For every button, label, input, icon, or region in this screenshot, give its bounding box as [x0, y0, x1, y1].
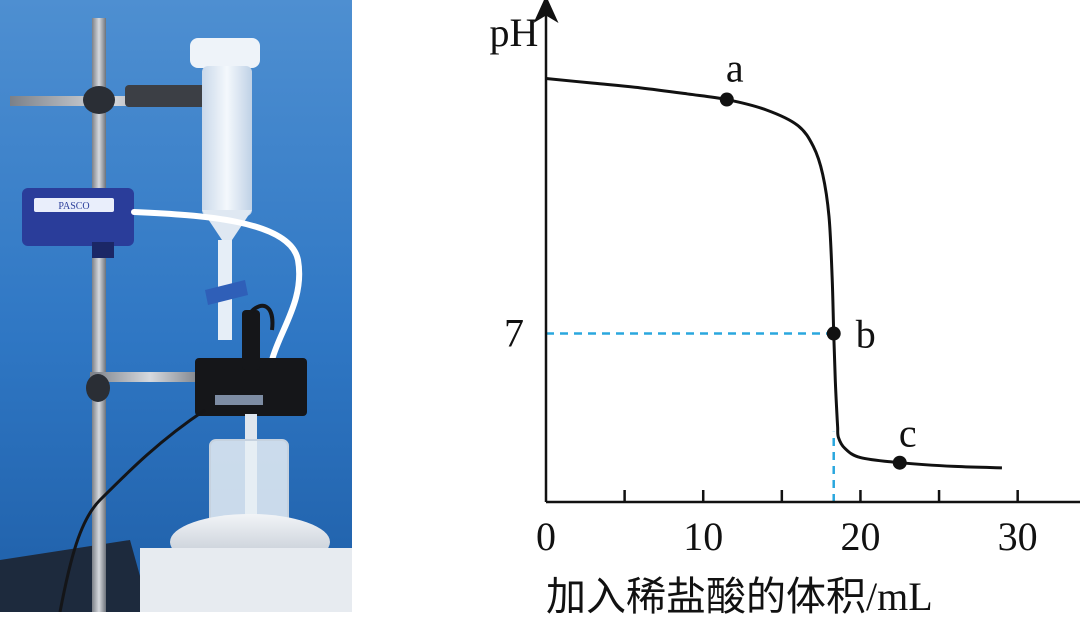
- top-clamp-knob: [83, 86, 115, 114]
- reservoir-cap: [190, 38, 260, 68]
- x-tick-label: 0: [536, 514, 556, 559]
- drop-counter: [22, 188, 134, 246]
- point-group: a b c: [719, 46, 917, 470]
- point-a-marker: [719, 92, 734, 107]
- sensor-connector: [92, 242, 114, 258]
- probe-holder-window: [215, 395, 263, 405]
- point-c-marker: [892, 455, 907, 470]
- titration-apparatus-photo: PASCO: [0, 0, 352, 612]
- point-b-marker: [826, 326, 841, 341]
- stopcock: [205, 280, 248, 305]
- burette-clamp: [125, 85, 210, 107]
- middle-clamp-knob: [86, 374, 110, 402]
- ph-probe-top: [242, 310, 260, 370]
- probe-cable: [58, 408, 206, 612]
- stand-rod: [92, 18, 106, 612]
- middle-clamp-rod: [90, 372, 210, 382]
- point-c-label: c: [899, 411, 917, 456]
- x-tick-label: 20: [840, 514, 880, 559]
- point-b-label: b: [856, 312, 876, 357]
- ph-probe-cable: [249, 303, 275, 331]
- x-tick-label: 30: [998, 514, 1038, 559]
- ph-titration-chart: 0 10 20 30 7 a b c pH 加入稀盐酸的体积/mL: [490, 0, 1080, 619]
- stirrer-body: [140, 548, 352, 612]
- y-tick-group: 7: [504, 311, 524, 356]
- drop-counter-label: [34, 198, 114, 212]
- ph-curve-line: [545, 77, 1002, 470]
- x-tick-group: 0 10 20 30: [536, 490, 1038, 559]
- y-tick-label: 7: [504, 311, 524, 356]
- reservoir-body: [202, 66, 252, 216]
- sensor-tube: [131, 209, 303, 363]
- y-axis-label: pH: [490, 10, 539, 55]
- point-a-label: a: [726, 46, 744, 91]
- x-axis-label: 加入稀盐酸的体积/mL: [546, 574, 933, 619]
- x-tick-label: 10: [683, 514, 723, 559]
- stand-base: [0, 540, 150, 612]
- sensor-brand: PASCO: [58, 201, 89, 212]
